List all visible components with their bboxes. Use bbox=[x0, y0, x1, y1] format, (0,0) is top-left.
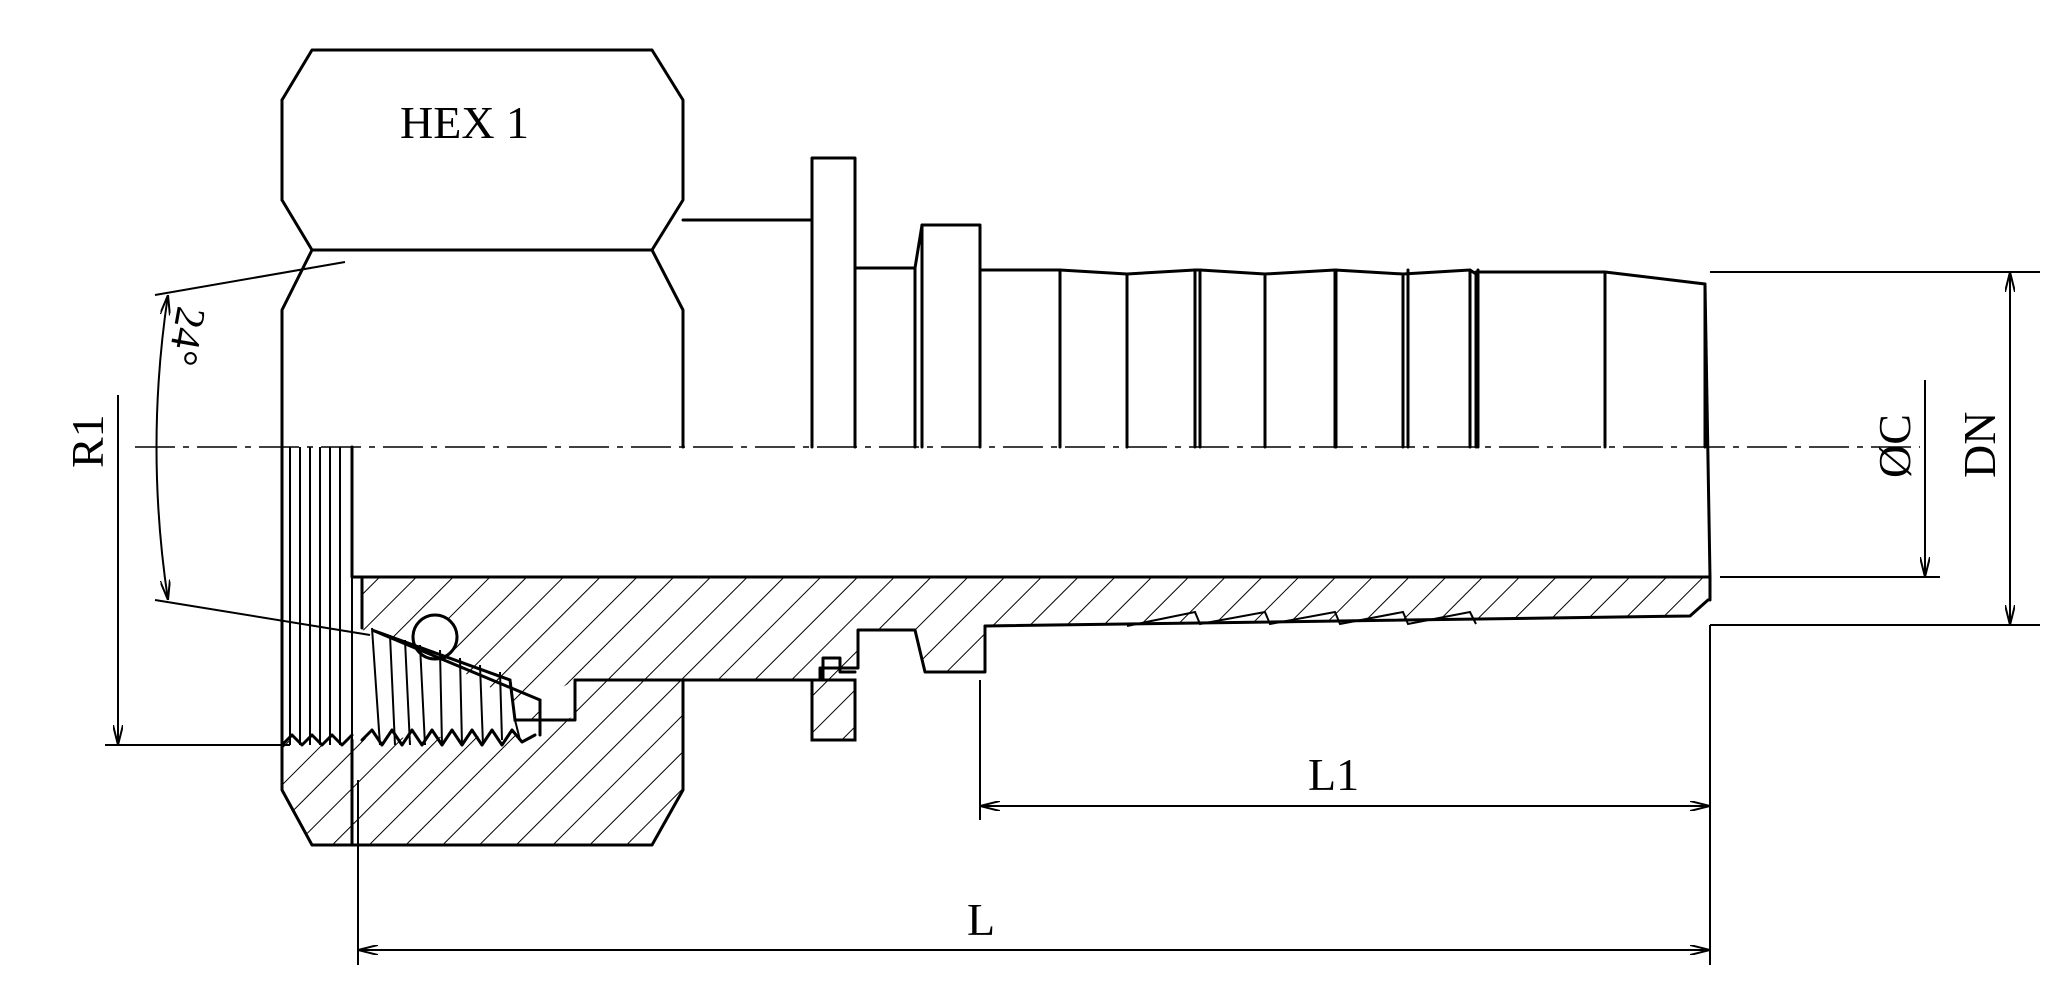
label-r1: R1 bbox=[62, 414, 113, 468]
label-l1: L1 bbox=[1308, 749, 1359, 800]
nut-threads bbox=[280, 447, 354, 747]
retaining-ring bbox=[810, 656, 857, 742]
dimension-phi-c bbox=[1720, 380, 1940, 578]
seal-ring bbox=[360, 627, 542, 747]
label-l: L bbox=[967, 894, 995, 945]
label-phi-c: ØC bbox=[1869, 414, 1920, 478]
dimension-angle bbox=[154, 261, 371, 636]
dimension-r1 bbox=[105, 395, 290, 746]
dimension-l bbox=[357, 780, 1710, 965]
dimension-dn bbox=[1710, 271, 2040, 626]
label-hex: HEX 1 bbox=[400, 97, 529, 148]
label-dn: DN bbox=[1954, 412, 2005, 478]
bore bbox=[350, 282, 1712, 602]
label-angle: 24° bbox=[158, 303, 214, 369]
hex-nut bbox=[280, 48, 685, 449]
hose-barbs bbox=[1125, 268, 1707, 449]
dimension-l1 bbox=[979, 625, 1711, 965]
fitting-body-section bbox=[360, 575, 1710, 700]
fitting-body-outline bbox=[681, 156, 1129, 449]
